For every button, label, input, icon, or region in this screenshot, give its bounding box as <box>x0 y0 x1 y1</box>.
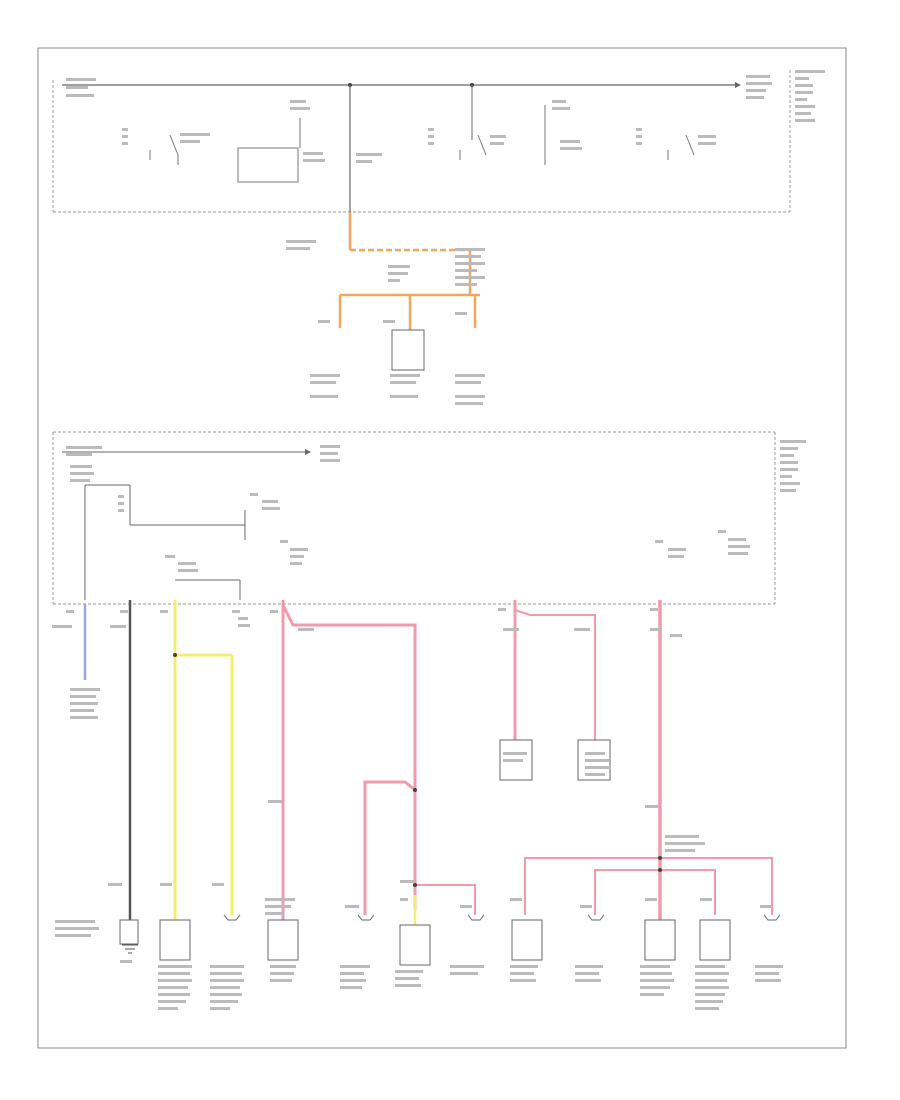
bus-arrow-icon <box>305 449 311 455</box>
pink-wire <box>281 604 417 910</box>
component-box-icon <box>699 919 731 961</box>
orange-circuit <box>286 212 485 405</box>
outer-frame <box>37 47 847 1049</box>
pink-wire <box>415 884 476 915</box>
component-box-icon <box>159 919 191 961</box>
pink-wire <box>524 857 773 915</box>
switch-icon <box>149 134 179 165</box>
illegible-label-marks <box>286 240 485 405</box>
illegible-label-marks <box>66 440 806 572</box>
bus-arrow-icon <box>735 82 741 88</box>
pink-wire <box>514 609 596 740</box>
pink-wire <box>594 869 716 915</box>
splice-dot-icon <box>173 653 662 887</box>
switch-icon <box>459 134 487 160</box>
component-box-icon <box>119 919 139 945</box>
illegible-label-marks <box>52 608 783 1010</box>
connector-icon <box>223 914 781 921</box>
ground-icon <box>122 944 138 954</box>
fuse-block-bottom <box>52 431 806 605</box>
component-box-icon <box>391 329 425 371</box>
fuse-block-top <box>52 70 825 213</box>
component-box-icon <box>511 919 543 961</box>
component-box-icon <box>644 919 676 961</box>
component-box-icon <box>399 924 431 966</box>
component-box-icon <box>267 919 299 961</box>
pink-wire <box>363 780 416 915</box>
illegible-label-marks <box>66 70 825 163</box>
switch-icon <box>667 134 695 160</box>
fuse-icon <box>237 118 301 183</box>
component-boxes <box>119 739 731 966</box>
